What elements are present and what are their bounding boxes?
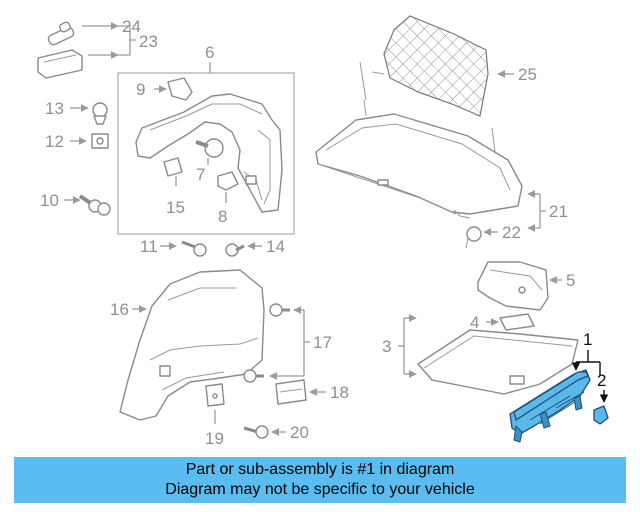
callout-6: 6	[205, 43, 214, 62]
bracket-part-5	[477, 261, 549, 311]
clip-part-17b	[243, 369, 264, 383]
callout-15: 15	[166, 198, 185, 217]
clip-part-8	[217, 171, 239, 191]
banner-line-2: Diagram may not be specific to your vehi…	[165, 481, 475, 498]
clip-part-22	[465, 226, 482, 249]
clip-part-7	[195, 138, 224, 158]
parts-diagram: 24 23 13 12 10 6 9 7 15	[37, 15, 609, 448]
callout-2: 2	[597, 371, 606, 390]
screw-part-20	[243, 425, 269, 439]
callout-21: 21	[549, 202, 568, 221]
clip-part-2-highlighted[interactable]	[593, 405, 609, 425]
callout-7: 7	[196, 165, 205, 184]
quarter-trim-part-16	[119, 269, 265, 421]
callout-11: 11	[140, 237, 158, 256]
callout-10: 10	[40, 191, 59, 210]
callout-5: 5	[566, 271, 575, 290]
callout-19: 19	[205, 429, 224, 448]
clip-part-17a	[269, 303, 290, 317]
bolt-part-10	[78, 194, 111, 216]
pad-part-4	[499, 313, 535, 331]
clip-part-9	[167, 77, 193, 101]
clip-part-15	[163, 157, 183, 177]
callout-25: 25	[518, 65, 537, 84]
screw-part-11	[181, 240, 207, 257]
lamp-part-23	[37, 49, 83, 79]
callout-13: 13	[45, 99, 64, 118]
callout-16: 16	[110, 300, 129, 319]
callout-4: 4	[470, 313, 479, 332]
retainer-part-18	[275, 379, 307, 405]
tonneau-cover-part-21	[315, 113, 523, 219]
callout-14: 14	[266, 237, 285, 256]
cover-part-19	[205, 383, 225, 407]
info-banner: Part or sub-assembly is #1 in diagram Di…	[14, 457, 626, 503]
callout-22: 22	[502, 223, 521, 242]
trim-panel-part-6	[135, 93, 283, 213]
callout-1: 1	[583, 330, 592, 349]
callout-9: 9	[136, 80, 145, 99]
sill-plate-part-1-highlighted[interactable]	[509, 369, 591, 443]
group-box-6	[117, 72, 295, 235]
callout-20: 20	[290, 423, 309, 442]
callout-23: 23	[139, 32, 158, 51]
bulb-part-24	[47, 21, 75, 46]
callout-17: 17	[313, 333, 332, 352]
clip-part-12	[91, 133, 109, 149]
banner-line-1: Part or sub-assembly is #1 in diagram	[185, 461, 455, 478]
callout-18: 18	[330, 383, 349, 402]
floor-panel-part-3	[417, 329, 579, 395]
callout-3: 3	[382, 337, 391, 356]
screw-part-14	[225, 243, 245, 257]
callout-24: 24	[122, 17, 141, 36]
callout-8: 8	[218, 207, 227, 226]
callout-12: 12	[45, 132, 64, 151]
clip-part-13	[92, 102, 108, 125]
